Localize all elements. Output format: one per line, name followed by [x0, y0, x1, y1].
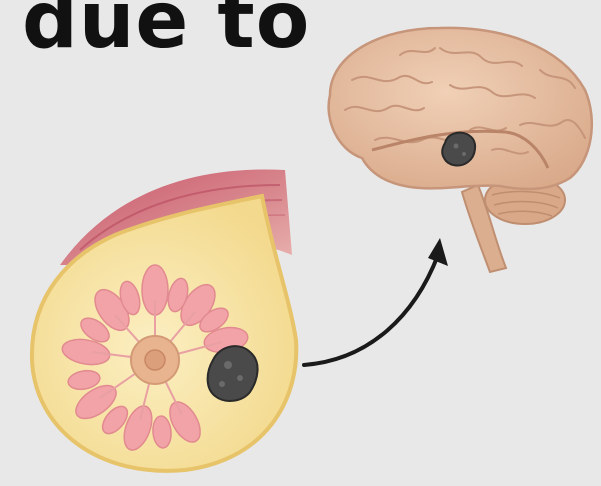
metastasis-arrow	[304, 238, 448, 365]
breast-tissue-illustration	[32, 169, 296, 470]
metastasis-tumor	[442, 133, 475, 166]
brain-illustration	[329, 28, 592, 272]
